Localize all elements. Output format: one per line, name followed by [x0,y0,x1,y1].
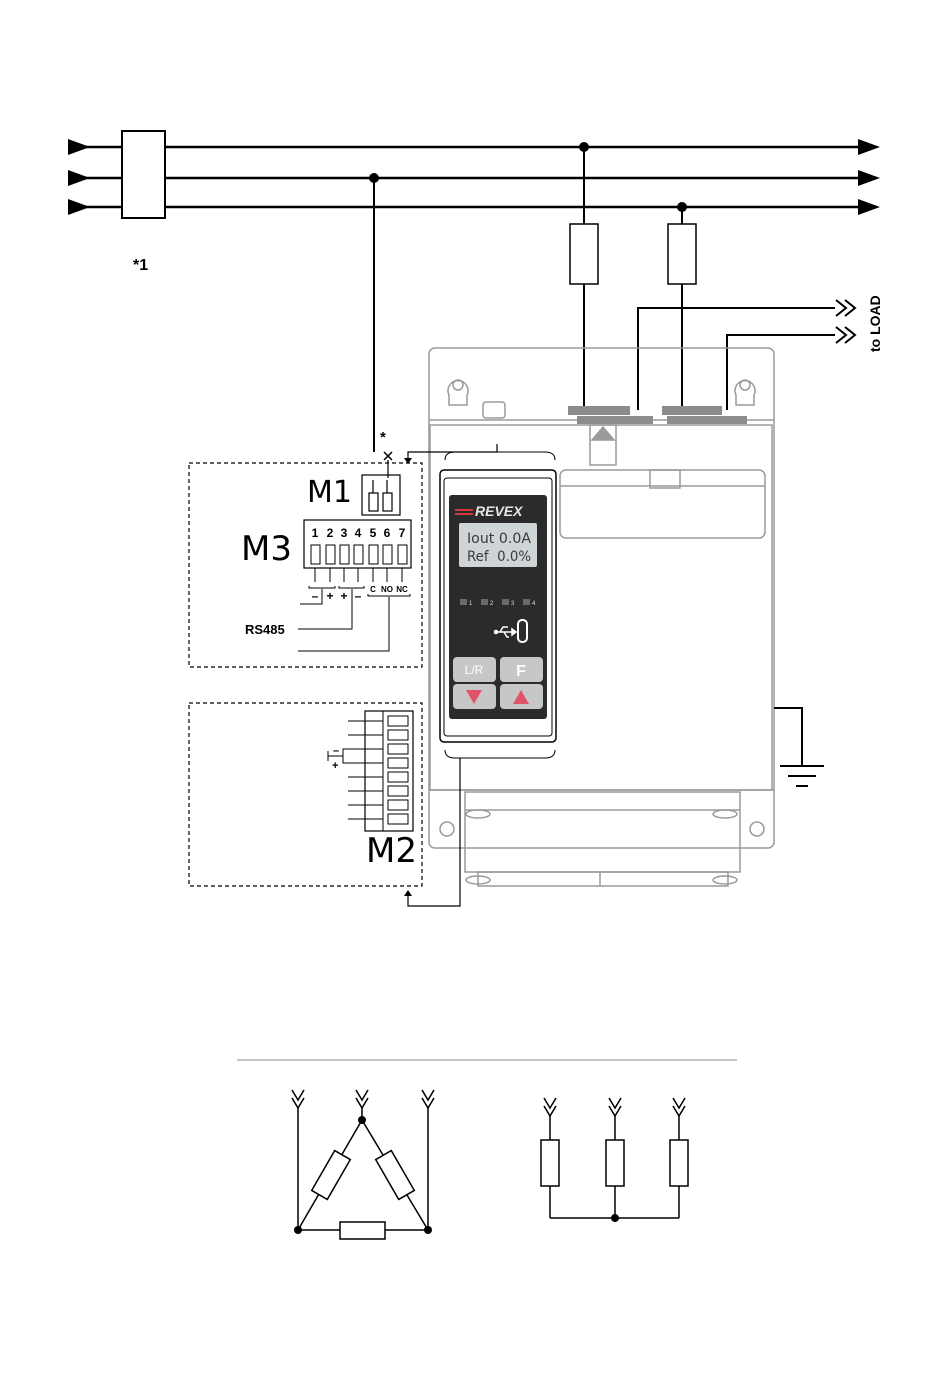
note-1-label: *1 [133,257,148,274]
panel-link-top [408,444,497,460]
m3-signal-3: + [340,589,347,603]
star-node [611,1214,619,1222]
m3-signal-7: NC [396,585,408,594]
m2-slots [388,716,408,824]
m1-x-mark [384,452,392,460]
down-button[interactable] [453,684,496,709]
m3-label: M3 [241,529,292,569]
m3-terminal-7: 7 [399,526,406,540]
fuse-1 [570,224,598,284]
up-button[interactable] [500,684,543,709]
display-line-2: Ref 0.0% [467,549,531,565]
m3-terminal-5: 5 [370,526,377,540]
f-button-label: F [516,663,526,680]
f-button[interactable]: F [500,657,543,682]
m3-signal-2: + [326,589,333,603]
panel-link-top-arrow [404,458,412,464]
m3-signal-5: C [370,585,376,594]
brand-name: REVEX [475,503,524,519]
m3-terminal-1: 1 [312,526,319,540]
supply-drops [374,147,682,452]
m2-terminal-block [365,711,413,831]
asterisk-label: * [380,429,386,446]
power-terminals [568,406,747,424]
m3-signal-6: NO [381,585,393,594]
ground-symbol [774,708,824,786]
to-load-label: to LOAD [867,295,883,352]
circuit-breaker [122,131,165,218]
supply-lines [68,147,872,207]
star-load-diagram [541,1098,688,1218]
m3-terminal-2: 2 [327,526,334,540]
lr-button-label: L/R [465,663,484,677]
m3-signal-4: – [355,589,362,603]
delta-load-diagram [292,1090,434,1239]
m3-terminal-numbers: 1 2 3 4 5 6 7 [312,526,406,540]
m1-terminal [362,475,400,515]
m3-terminal-3: 3 [341,526,348,540]
delta-nodes [294,1116,432,1234]
m3-slots [311,545,407,564]
m2-minus-label: – [333,745,339,757]
lr-button[interactable]: L/R [453,657,496,682]
panel-link-bottom-arrow [404,890,412,896]
m3-signal-1: – [312,589,319,603]
display-line-1: Iout 0.0A [467,531,531,547]
input-arrows [68,139,90,215]
m1-label: M1 [307,475,352,510]
output-arrows [858,139,880,215]
control-box-m1-m3 [189,463,422,667]
m2-plus-label: + [332,760,338,772]
load-chevrons [836,300,855,343]
fuse-2 [668,224,696,284]
front-panel [440,452,556,758]
rs485-label: RS485 [245,622,285,637]
m3-terminal-6: 6 [384,526,391,540]
m3-terminal-4: 4 [355,526,362,540]
m2-label: M2 [366,831,417,871]
